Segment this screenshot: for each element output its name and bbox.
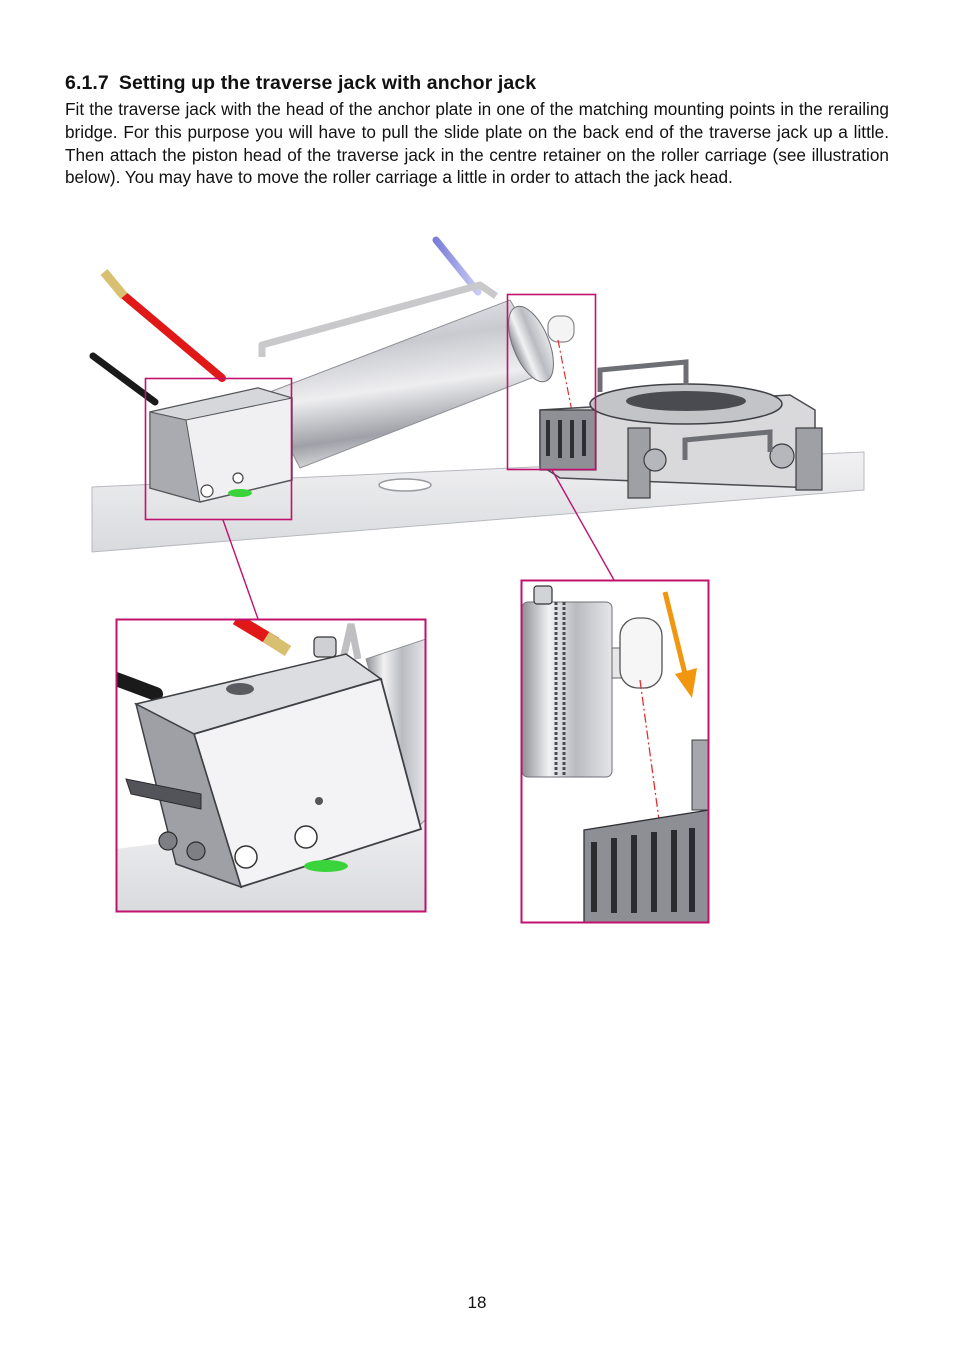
main-view <box>89 236 865 553</box>
direction-arrow-head <box>675 668 697 698</box>
callout-frame-piston <box>506 293 597 471</box>
callout-connector-right <box>551 469 615 581</box>
piston-head <box>547 315 575 343</box>
blue-hose <box>432 236 482 296</box>
mounting-hole <box>378 478 432 492</box>
hose-fitting <box>100 269 128 299</box>
detail-view-anchor-head <box>115 618 427 913</box>
black-hose <box>89 352 159 406</box>
body-paragraph: Fit the traverse jack with the head of t… <box>65 99 889 188</box>
roller-carriage <box>539 359 823 499</box>
green-marker <box>228 489 252 497</box>
page-number: 18 <box>467 1293 487 1312</box>
callout-frame-head <box>144 377 293 521</box>
detail-view-piston-head <box>520 579 710 924</box>
callout-frame-detail-right <box>520 579 710 924</box>
callout-connector-left <box>222 519 259 620</box>
section-heading: 6.1.7 Setting up the traverse jack with a… <box>65 72 536 95</box>
cylinder-end-ring <box>508 305 554 383</box>
red-hose <box>116 288 226 382</box>
direction-arrow-shaft <box>662 591 689 679</box>
section-title: Setting up the traverse jack with anchor… <box>118 72 537 94</box>
cylinder-handle <box>258 281 498 357</box>
callout-frame-detail-left <box>115 618 427 913</box>
section-number: 6.1.7 <box>65 72 109 94</box>
